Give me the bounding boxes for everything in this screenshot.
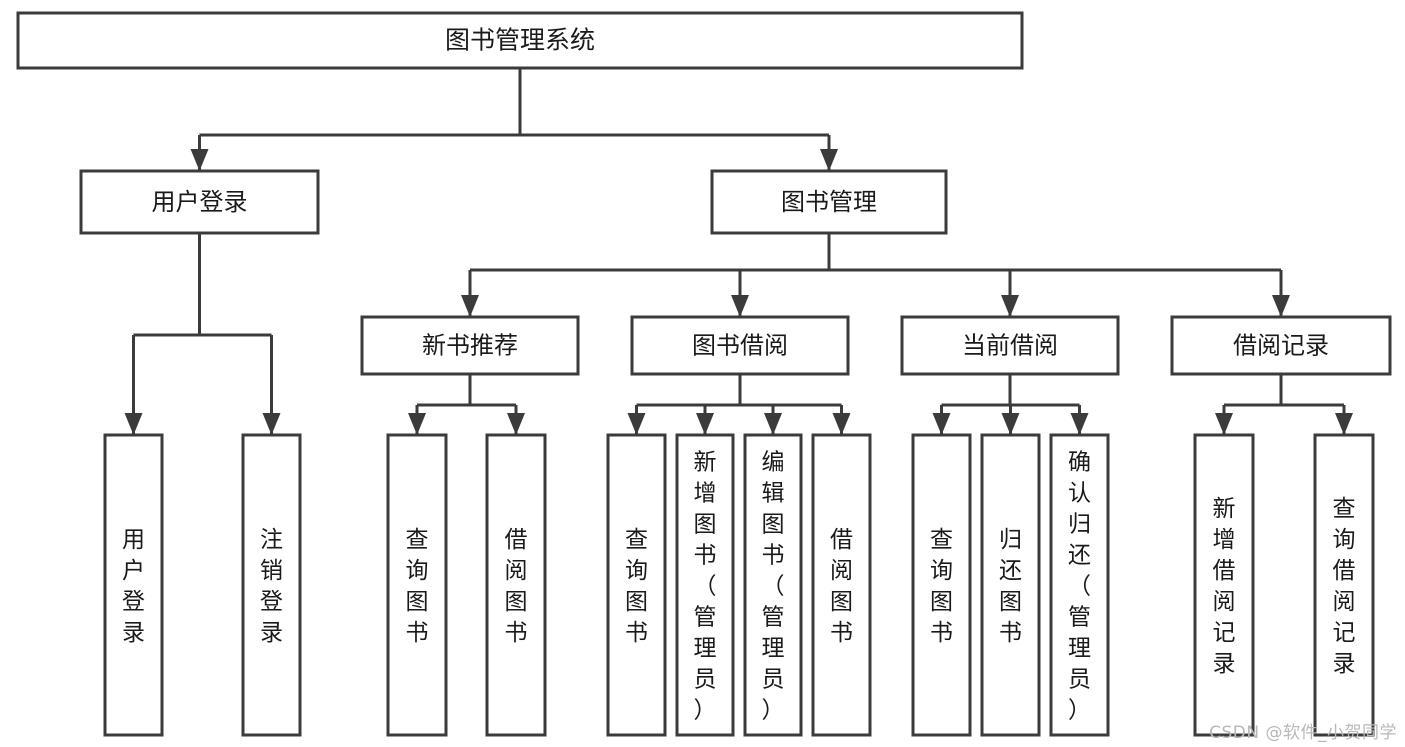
node-leaf-query-book-2[interactable]: 查询图书 [606, 433, 667, 737]
node-box-leaf-borrow-book-1 [485, 433, 547, 737]
connector-layer [124, 68, 1353, 435]
node-box-book-borrow [630, 315, 850, 376]
arrow-head-leaf-borrow-book-1 [507, 413, 525, 435]
node-book-borrow[interactable]: 图书借阅 [630, 315, 850, 376]
node-box-leaf-add-book [675, 433, 735, 737]
node-label-new-book-rec: 新书推荐 [422, 332, 518, 360]
node-box-leaf-user-login [103, 433, 164, 737]
node-leaf-query-book-1[interactable]: 查询图书 [386, 433, 448, 737]
node-label-leaf-query-record: 查询借阅记录 [1333, 496, 1356, 677]
node-box-borrow-record [1170, 315, 1392, 376]
node-box-leaf-add-record [1193, 433, 1255, 737]
node-box-leaf-query-record [1313, 433, 1375, 737]
node-leaf-user-login[interactable]: 用户登录 [103, 433, 164, 737]
node-box-leaf-query-book-1 [386, 433, 448, 737]
arrow-head-user-login [190, 149, 209, 171]
node-new-book-rec[interactable]: 新书推荐 [360, 315, 580, 376]
arrow-head-leaf-user-login [124, 413, 143, 435]
node-label-leaf-borrow-book-2: 借阅图书 [830, 527, 853, 646]
arrow-head-borrow-record [1272, 295, 1290, 317]
node-box-user-login [79, 169, 320, 235]
arrow-head-book-borrow [731, 295, 749, 317]
node-box-leaf-edit-book [743, 433, 803, 737]
arrow-head-leaf-add-book [696, 413, 714, 435]
node-box-leaf-confirm-return [1049, 433, 1110, 737]
node-leaf-confirm-return[interactable]: 确认归还（管理员） [1049, 433, 1110, 737]
arrow-head-current-borrow [1001, 295, 1019, 317]
node-leaf-edit-book[interactable]: 编辑图书（管理员） [743, 433, 803, 737]
node-label-leaf-add-record: 新增借阅记录 [1213, 496, 1236, 677]
csdn-watermark: CSDN @软件_小贺同学 [1209, 723, 1397, 743]
node-leaf-query-record[interactable]: 查询借阅记录 [1313, 433, 1375, 737]
node-box-leaf-logout [241, 433, 302, 737]
node-label-leaf-user-login: 用户登录 [122, 527, 145, 646]
arrow-head-leaf-confirm-return [1070, 413, 1089, 435]
arrow-head-new-book-rec [461, 295, 479, 317]
node-label-leaf-query-book-2: 查询图书 [625, 527, 648, 646]
node-box-root [16, 11, 1024, 70]
node-root[interactable]: 图书管理系统 [16, 11, 1024, 70]
node-label-borrow-record: 借阅记录 [1233, 332, 1329, 360]
node-box-leaf-query-book-2 [606, 433, 667, 737]
node-label-user-login: 用户登录 [152, 188, 248, 216]
node-current-borrow[interactable]: 当前借阅 [900, 315, 1120, 376]
arrow-head-leaf-query-book-2 [627, 413, 646, 435]
node-label-leaf-edit-book: 编辑图书（管理员） [762, 450, 785, 724]
node-leaf-borrow-book-2[interactable]: 借阅图书 [811, 433, 872, 737]
node-leaf-add-record[interactable]: 新增借阅记录 [1193, 433, 1255, 737]
node-layer: 图书管理系统用户登录图书管理新书推荐图书借阅当前借阅借阅记录用户登录注销登录查询… [16, 11, 1392, 737]
node-leaf-logout[interactable]: 注销登录 [241, 433, 302, 737]
arrow-head-book-manage [820, 149, 838, 171]
node-label-leaf-query-book-3: 查询图书 [930, 527, 953, 646]
arrow-head-leaf-borrow-book-2 [832, 413, 851, 435]
node-leaf-query-book-3[interactable]: 查询图书 [911, 433, 972, 737]
arrow-head-leaf-return-book [1001, 413, 1020, 435]
node-box-book-manage [710, 169, 948, 235]
node-label-leaf-return-book: 归还图书 [999, 527, 1022, 646]
arrow-head-leaf-edit-book [764, 413, 782, 435]
node-user-login[interactable]: 用户登录 [79, 169, 320, 235]
node-book-manage[interactable]: 图书管理 [710, 169, 948, 235]
node-leaf-add-book[interactable]: 新增图书（管理员） [675, 433, 735, 737]
arrow-head-leaf-query-record [1335, 413, 1353, 435]
node-label-book-manage: 图书管理 [781, 188, 877, 216]
node-label-book-borrow: 图书借阅 [692, 332, 788, 360]
node-box-leaf-borrow-book-2 [811, 433, 872, 737]
node-box-current-borrow [900, 315, 1120, 376]
node-label-leaf-confirm-return: 确认归还（管理员） [1068, 450, 1091, 724]
node-label-leaf-logout: 注销登录 [260, 527, 283, 646]
node-leaf-borrow-book-1[interactable]: 借阅图书 [485, 433, 547, 737]
arrow-head-leaf-query-book-1 [408, 413, 426, 435]
node-label-leaf-borrow-book-1: 借阅图书 [505, 527, 528, 646]
node-leaf-return-book[interactable]: 归还图书 [980, 433, 1041, 737]
node-borrow-record[interactable]: 借阅记录 [1170, 315, 1392, 376]
node-label-leaf-query-book-1: 查询图书 [406, 527, 429, 646]
arrow-head-leaf-query-book-3 [932, 413, 951, 435]
node-box-leaf-return-book [980, 433, 1041, 737]
arrow-head-leaf-logout [262, 413, 281, 435]
arrow-head-leaf-add-record [1215, 413, 1233, 435]
node-box-leaf-query-book-3 [911, 433, 972, 737]
node-label-current-borrow: 当前借阅 [962, 332, 1058, 360]
node-box-new-book-rec [360, 315, 580, 376]
node-label-root: 图书管理系统 [445, 26, 595, 55]
node-label-leaf-add-book: 新增图书（管理员） [694, 450, 717, 724]
